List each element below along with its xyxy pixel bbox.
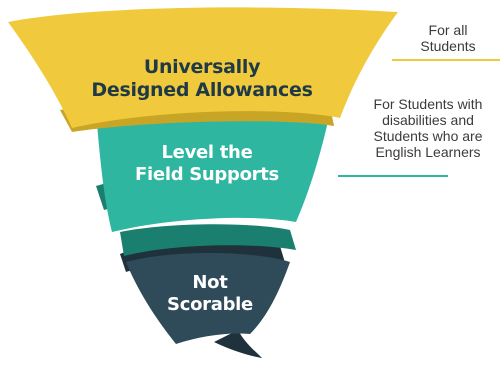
tier-1-front	[8, 7, 398, 129]
tier-3-front	[126, 253, 290, 344]
tier-2-label-line2: Field Supports	[135, 164, 279, 185]
note-2-line4: English Learners	[375, 144, 481, 160]
tier-2-label: Level the Field Supports	[92, 142, 322, 186]
tier-1-label-line2: Designed Allowances	[91, 79, 313, 101]
tier-1-label: Universally Designed Allowances	[62, 56, 342, 102]
note-1-line2: Students	[420, 38, 476, 54]
tier-3-label: Not Scorable	[130, 272, 290, 316]
tier-2-lower-fold	[120, 224, 296, 256]
tier-3-label-line1: Not	[192, 272, 228, 293]
note-all-students: For all Students	[400, 22, 496, 54]
funnel-tip	[214, 330, 262, 358]
tier-3-label-line2: Scorable	[167, 294, 253, 315]
note-2-line2: disabilities and	[382, 112, 474, 128]
note-2-line3: Students who are	[373, 128, 483, 144]
tier-1-label-line1: Universally	[143, 56, 261, 78]
note-2-line1: For Students with	[373, 96, 483, 112]
tier-2-label-line1: Level the	[161, 142, 253, 163]
tier-2-front	[96, 103, 330, 232]
note-disabilities-el: For Students with disabilities and Stude…	[356, 96, 500, 160]
note-1-line1: For all	[428, 22, 468, 38]
